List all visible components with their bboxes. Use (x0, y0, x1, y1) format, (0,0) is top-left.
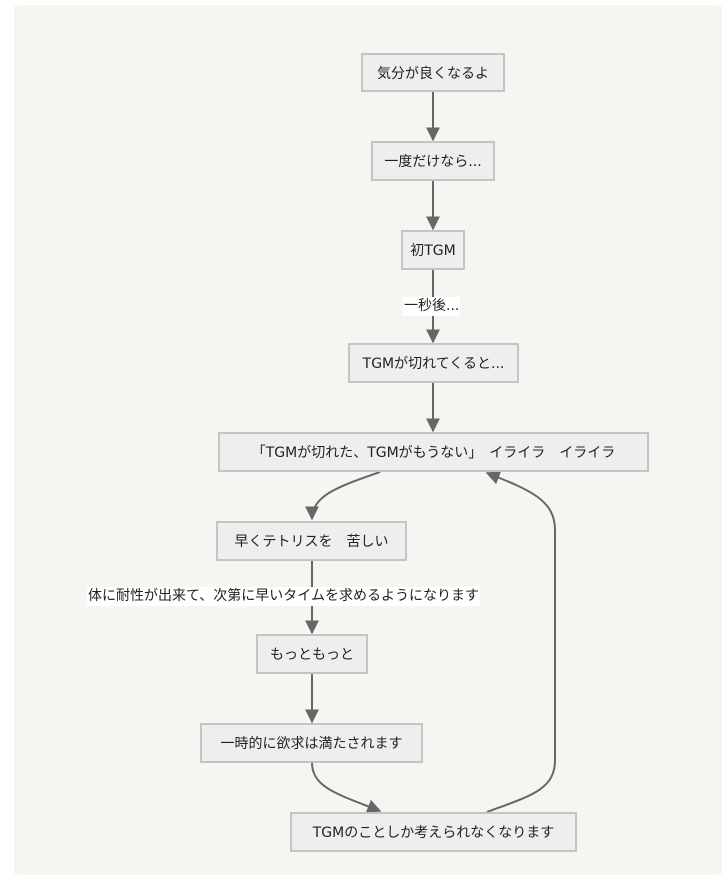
edge-n9-n5 (485, 471, 556, 813)
node-tetris-quickly[interactable]: 早くテトリスを 苦しい (216, 521, 407, 561)
edge-n8-n9 (311, 762, 382, 813)
edge-label-tolerance: 体に耐性が出来て、次第に早いタイムを求めるようになります (87, 587, 481, 606)
node-temporarily-satisfied[interactable]: 一時的に欲求は満たされます (200, 723, 423, 763)
node-only-think-tgm[interactable]: TGMのことしか考えられなくなります (290, 812, 577, 852)
node-feel-good[interactable]: 気分が良くなるよ (361, 53, 505, 92)
edge-label-one-second-later: 一秒後... (403, 297, 461, 316)
node-tgm-wearing-off[interactable]: TGMが切れてくると... (348, 343, 519, 383)
edge-n5-n6 (305, 471, 381, 521)
node-first-tgm[interactable]: 初TGM (401, 230, 465, 270)
node-more-and-more[interactable]: もっともっと (256, 634, 368, 674)
node-just-once[interactable]: 一度だけなら... (371, 141, 495, 181)
node-tgm-gone-irritated[interactable]: 「TGMが切れた、TGMがもうない」 イライラ イライラ (218, 432, 649, 472)
